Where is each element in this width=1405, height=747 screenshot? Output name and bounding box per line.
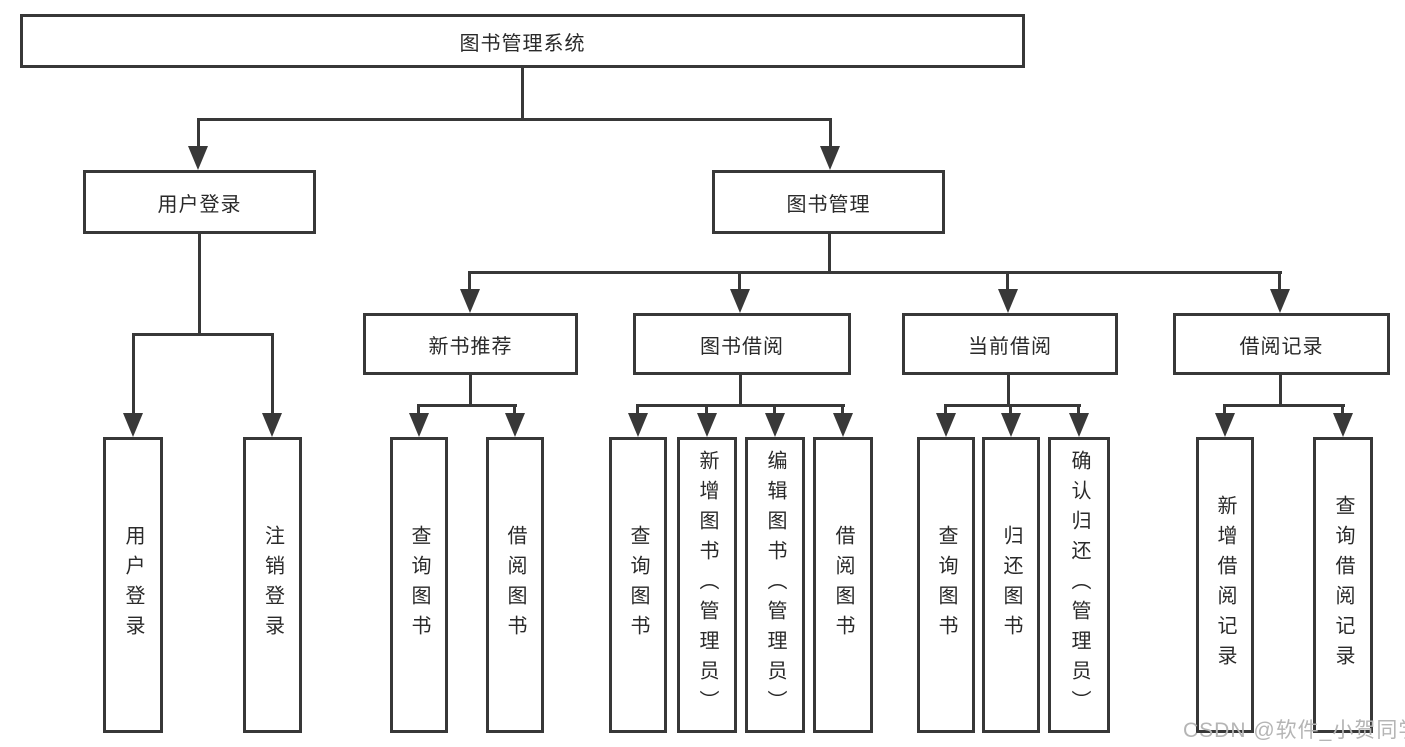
leaf-query-books-1: 查询图书 xyxy=(390,437,448,733)
connector-vline xyxy=(738,271,741,293)
arrow-down-icon xyxy=(936,413,956,437)
leaf-add-book-admin: 新增图书（管理员） xyxy=(677,437,737,733)
node-label: 借阅图书 xyxy=(832,525,854,645)
connector-vline xyxy=(1223,404,1226,418)
node-new-book-recommendation: 新书推荐 xyxy=(363,313,578,375)
node-library-management-system: 图书管理系统 xyxy=(20,14,1025,68)
connector-vline xyxy=(513,404,516,418)
arrow-down-icon xyxy=(188,146,208,170)
node-label: 归还图书 xyxy=(1000,525,1022,645)
arrow-down-icon xyxy=(460,289,480,313)
connector-vline xyxy=(944,404,947,418)
connector-vline xyxy=(739,375,742,406)
connector-hline xyxy=(469,271,1282,274)
connector-vline xyxy=(1341,404,1344,418)
node-label: 查询图书 xyxy=(935,525,957,645)
connector-vline xyxy=(468,271,471,293)
node-label: 用户登录 xyxy=(157,193,242,216)
leaf-query-borrow-record: 查询借阅记录 xyxy=(1313,437,1373,733)
connector-vline xyxy=(705,404,708,418)
node-label: 图书管理系统 xyxy=(459,32,586,55)
connector-vline xyxy=(132,333,135,417)
leaf-add-borrow-record: 新增借阅记录 xyxy=(1196,437,1254,733)
connector-hline xyxy=(417,404,517,407)
arrow-down-icon xyxy=(123,413,143,437)
connector-vline xyxy=(417,404,420,418)
connector-hline xyxy=(132,333,274,336)
arrow-down-icon xyxy=(697,413,717,437)
node-label: 借阅图书 xyxy=(504,525,526,645)
arrow-down-icon xyxy=(765,413,785,437)
arrow-down-icon xyxy=(1069,413,1089,437)
connector-vline xyxy=(1006,271,1009,293)
connector-vline xyxy=(1007,375,1010,406)
connector-vline xyxy=(1279,375,1282,406)
node-label: 查询借阅记录 xyxy=(1332,495,1354,675)
connector-vline xyxy=(1278,271,1281,293)
node-label: 编辑图书（管理员） xyxy=(764,450,786,720)
connector-hline xyxy=(1223,404,1345,407)
arrow-down-icon xyxy=(1333,413,1353,437)
connector-vline xyxy=(828,234,831,273)
connector-hline xyxy=(944,404,1081,407)
leaf-user-login: 用户登录 xyxy=(103,437,163,733)
arrow-down-icon xyxy=(505,413,525,437)
connector-vline xyxy=(271,333,274,417)
node-user-login: 用户登录 xyxy=(83,170,316,234)
leaf-query-books-2: 查询图书 xyxy=(609,437,667,733)
node-label: 查询图书 xyxy=(627,525,649,645)
connector-vline xyxy=(636,404,639,418)
arrow-down-icon xyxy=(262,413,282,437)
leaf-confirm-return-admin: 确认归还（管理员） xyxy=(1048,437,1110,733)
leaf-edit-book-admin: 编辑图书（管理员） xyxy=(745,437,805,733)
leaf-borrow-books-2: 借阅图书 xyxy=(813,437,873,733)
connector-vline xyxy=(197,118,200,152)
arrow-down-icon xyxy=(628,413,648,437)
node-label: 图书管理 xyxy=(786,193,871,216)
arrow-down-icon xyxy=(730,289,750,313)
connector-vline xyxy=(773,404,776,418)
node-borrowing-records: 借阅记录 xyxy=(1173,313,1390,375)
arrow-down-icon xyxy=(1001,413,1021,437)
node-label: 借阅记录 xyxy=(1239,335,1324,358)
connector-hline xyxy=(197,118,832,121)
node-label: 新书推荐 xyxy=(428,335,513,358)
node-current-borrowing: 当前借阅 xyxy=(902,313,1118,375)
node-label: 用户登录 xyxy=(122,525,144,645)
connector-vline xyxy=(829,118,832,152)
connector-vline xyxy=(841,404,844,418)
node-book-borrowing: 图书借阅 xyxy=(633,313,851,375)
connector-hline xyxy=(636,404,845,407)
leaf-return-book: 归还图书 xyxy=(982,437,1040,733)
node-label: 图书借阅 xyxy=(700,335,784,358)
arrow-down-icon xyxy=(833,413,853,437)
node-label: 确认归还（管理员） xyxy=(1068,450,1090,720)
csdn-watermark: CSDN @软件_小贺同学 xyxy=(1183,719,1405,742)
node-label: 查询图书 xyxy=(408,525,430,645)
node-label: 注销登录 xyxy=(261,525,284,645)
arrow-down-icon xyxy=(1215,413,1235,437)
leaf-borrow-books-1: 借阅图书 xyxy=(486,437,544,733)
connector-vline xyxy=(1009,404,1012,418)
connector-vline xyxy=(198,234,201,335)
node-label: 新增图书（管理员） xyxy=(696,450,718,720)
connector-vline xyxy=(1077,404,1080,418)
arrow-down-icon xyxy=(409,413,429,437)
node-label: 当前借阅 xyxy=(968,335,1052,358)
leaf-logout: 注销登录 xyxy=(243,437,302,733)
connector-vline xyxy=(521,68,524,120)
leaf-query-books-3: 查询图书 xyxy=(917,437,975,733)
arrow-down-icon xyxy=(998,289,1018,313)
node-book-management: 图书管理 xyxy=(712,170,945,234)
node-label: 新增借阅记录 xyxy=(1214,495,1236,675)
arrow-down-icon xyxy=(820,146,840,170)
connector-vline xyxy=(469,375,472,406)
arrow-down-icon xyxy=(1270,289,1290,313)
